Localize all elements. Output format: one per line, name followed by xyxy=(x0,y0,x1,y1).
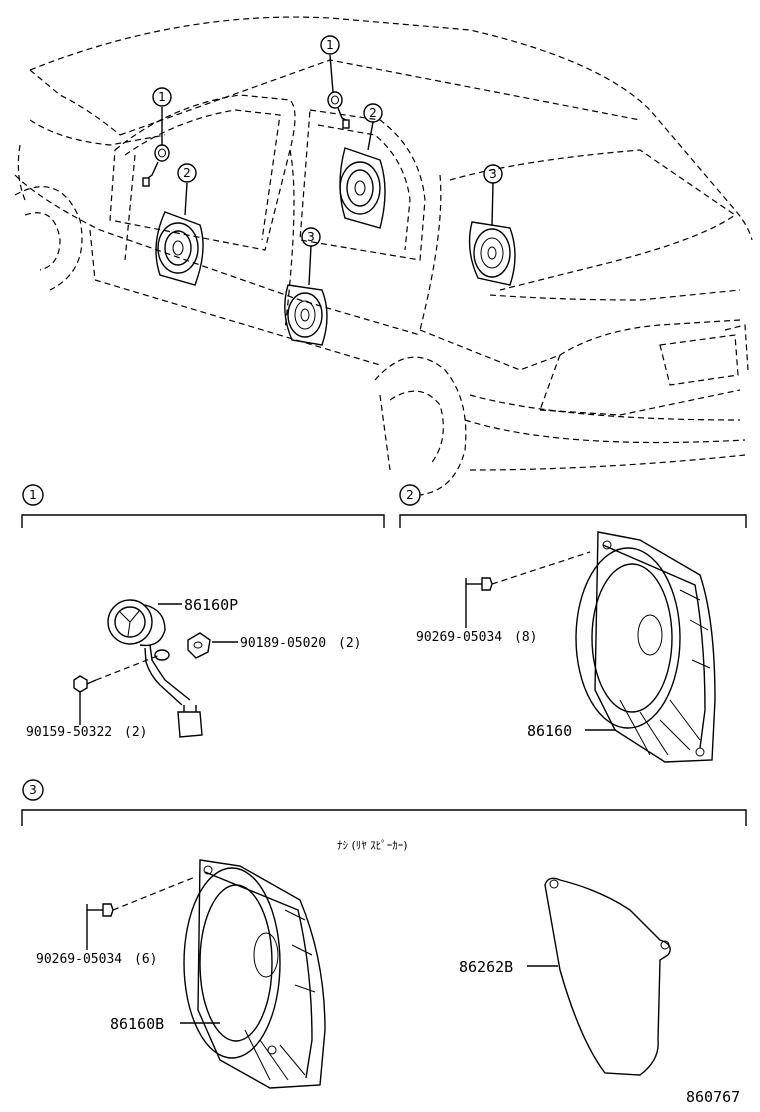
section-3-header: 3 xyxy=(21,779,747,826)
screw-90269-6-figure xyxy=(86,876,196,950)
svg-text:1: 1 xyxy=(158,90,166,104)
part-90159-label: 90159-50322 xyxy=(26,725,112,740)
screw-90269-8-figure xyxy=(465,551,591,628)
tweeter-86160P-figure xyxy=(107,599,203,738)
svg-text:1: 1 xyxy=(326,38,334,52)
car-callout-1a: 1 xyxy=(152,87,172,107)
part-90269-6-qty: (6) xyxy=(134,952,157,967)
part-86160B-label: 86160B xyxy=(110,1015,164,1033)
car-callout-3b: 3 xyxy=(483,164,503,184)
svg-text:3: 3 xyxy=(307,230,315,244)
part-90159-qty: (2) xyxy=(124,725,147,740)
nut-90189-figure xyxy=(187,632,211,659)
part-90269-6-label: 90269-05034 xyxy=(36,952,122,967)
front-door-speaker-figure xyxy=(155,211,204,286)
car-callout-2b: 2 xyxy=(363,103,383,123)
quarter-speaker-3-figure xyxy=(468,221,516,286)
car-illustration xyxy=(14,16,753,496)
svg-text:3: 3 xyxy=(29,783,37,797)
section-2-header: 2 xyxy=(399,484,747,528)
section-1-header: 1 xyxy=(21,484,385,528)
section-3-note: ﾅｼ (ﾘﾔ ｽﾋﾟｰｶｰ) xyxy=(337,839,408,852)
screw-90159-figure xyxy=(73,654,161,725)
part-90189-qty: (2) xyxy=(338,636,361,651)
front-tweeter-figure xyxy=(142,144,170,187)
svg-text:1: 1 xyxy=(29,488,37,502)
svg-text:3: 3 xyxy=(489,167,497,181)
rear-door-speaker-figure xyxy=(339,147,386,229)
part-90189-label: 90189-05020 xyxy=(240,636,326,651)
car-callout-2a: 2 xyxy=(177,163,197,183)
car-callout-3a: 3 xyxy=(301,227,321,247)
diagram-id: 860767 xyxy=(686,1088,740,1106)
part-90269-8-label: 90269-05034 xyxy=(416,630,502,645)
part-86160P-label: 86160P xyxy=(184,596,238,614)
part-86160-label: 86160 xyxy=(527,722,572,740)
svg-text:2: 2 xyxy=(369,106,377,120)
speaker-86160B-figure xyxy=(183,859,326,1089)
cover-86262B-figure xyxy=(544,877,671,1076)
rear-tweeter-figure xyxy=(327,91,350,129)
part-86262B-label: 86262B xyxy=(459,958,513,976)
car-callout-1b: 1 xyxy=(320,35,340,55)
door-speaker-3-figure xyxy=(284,284,328,346)
svg-text:2: 2 xyxy=(406,488,414,502)
part-90269-8-qty: (8) xyxy=(514,630,537,645)
svg-text:2: 2 xyxy=(183,166,191,180)
speaker-86160-figure xyxy=(575,531,716,763)
